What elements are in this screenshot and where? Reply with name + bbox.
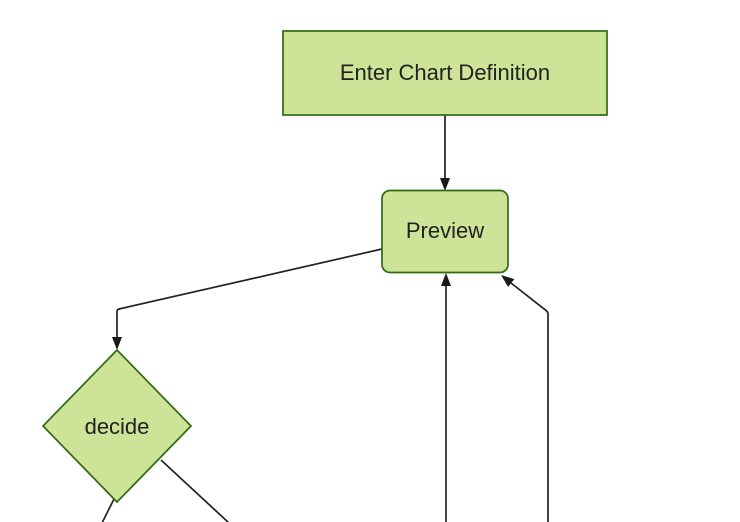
edge-line bbox=[160, 459, 230, 522]
edge-line bbox=[510, 282, 549, 522]
enter-chart-definition-box bbox=[282, 30, 608, 116]
decide-label: decide bbox=[85, 414, 150, 439]
preview-box bbox=[381, 189, 509, 274]
node-enter-chart-definition: Enter Chart Definition bbox=[282, 30, 608, 116]
edge-bottom-to-preview bbox=[441, 273, 451, 522]
arrowhead bbox=[441, 273, 451, 286]
enter-chart-definition-label: Enter Chart Definition bbox=[340, 60, 550, 85]
edge-bottom-to-preview-corner bbox=[501, 275, 549, 522]
decide-diamond bbox=[41, 348, 193, 504]
arrowhead bbox=[440, 178, 450, 191]
edge-decide-down-right bbox=[160, 459, 230, 522]
edge-line bbox=[101, 498, 115, 522]
edge-decide-down-left bbox=[101, 498, 115, 522]
preview-label: Preview bbox=[406, 218, 484, 243]
arrowhead bbox=[501, 275, 515, 287]
edge-enter-to-preview bbox=[440, 115, 450, 191]
edge-line bbox=[116, 248, 383, 338]
node-preview: Preview bbox=[381, 189, 509, 274]
edge-preview-to-decide bbox=[112, 248, 383, 350]
node-decide: decide bbox=[41, 348, 193, 504]
arrowhead bbox=[112, 337, 122, 350]
